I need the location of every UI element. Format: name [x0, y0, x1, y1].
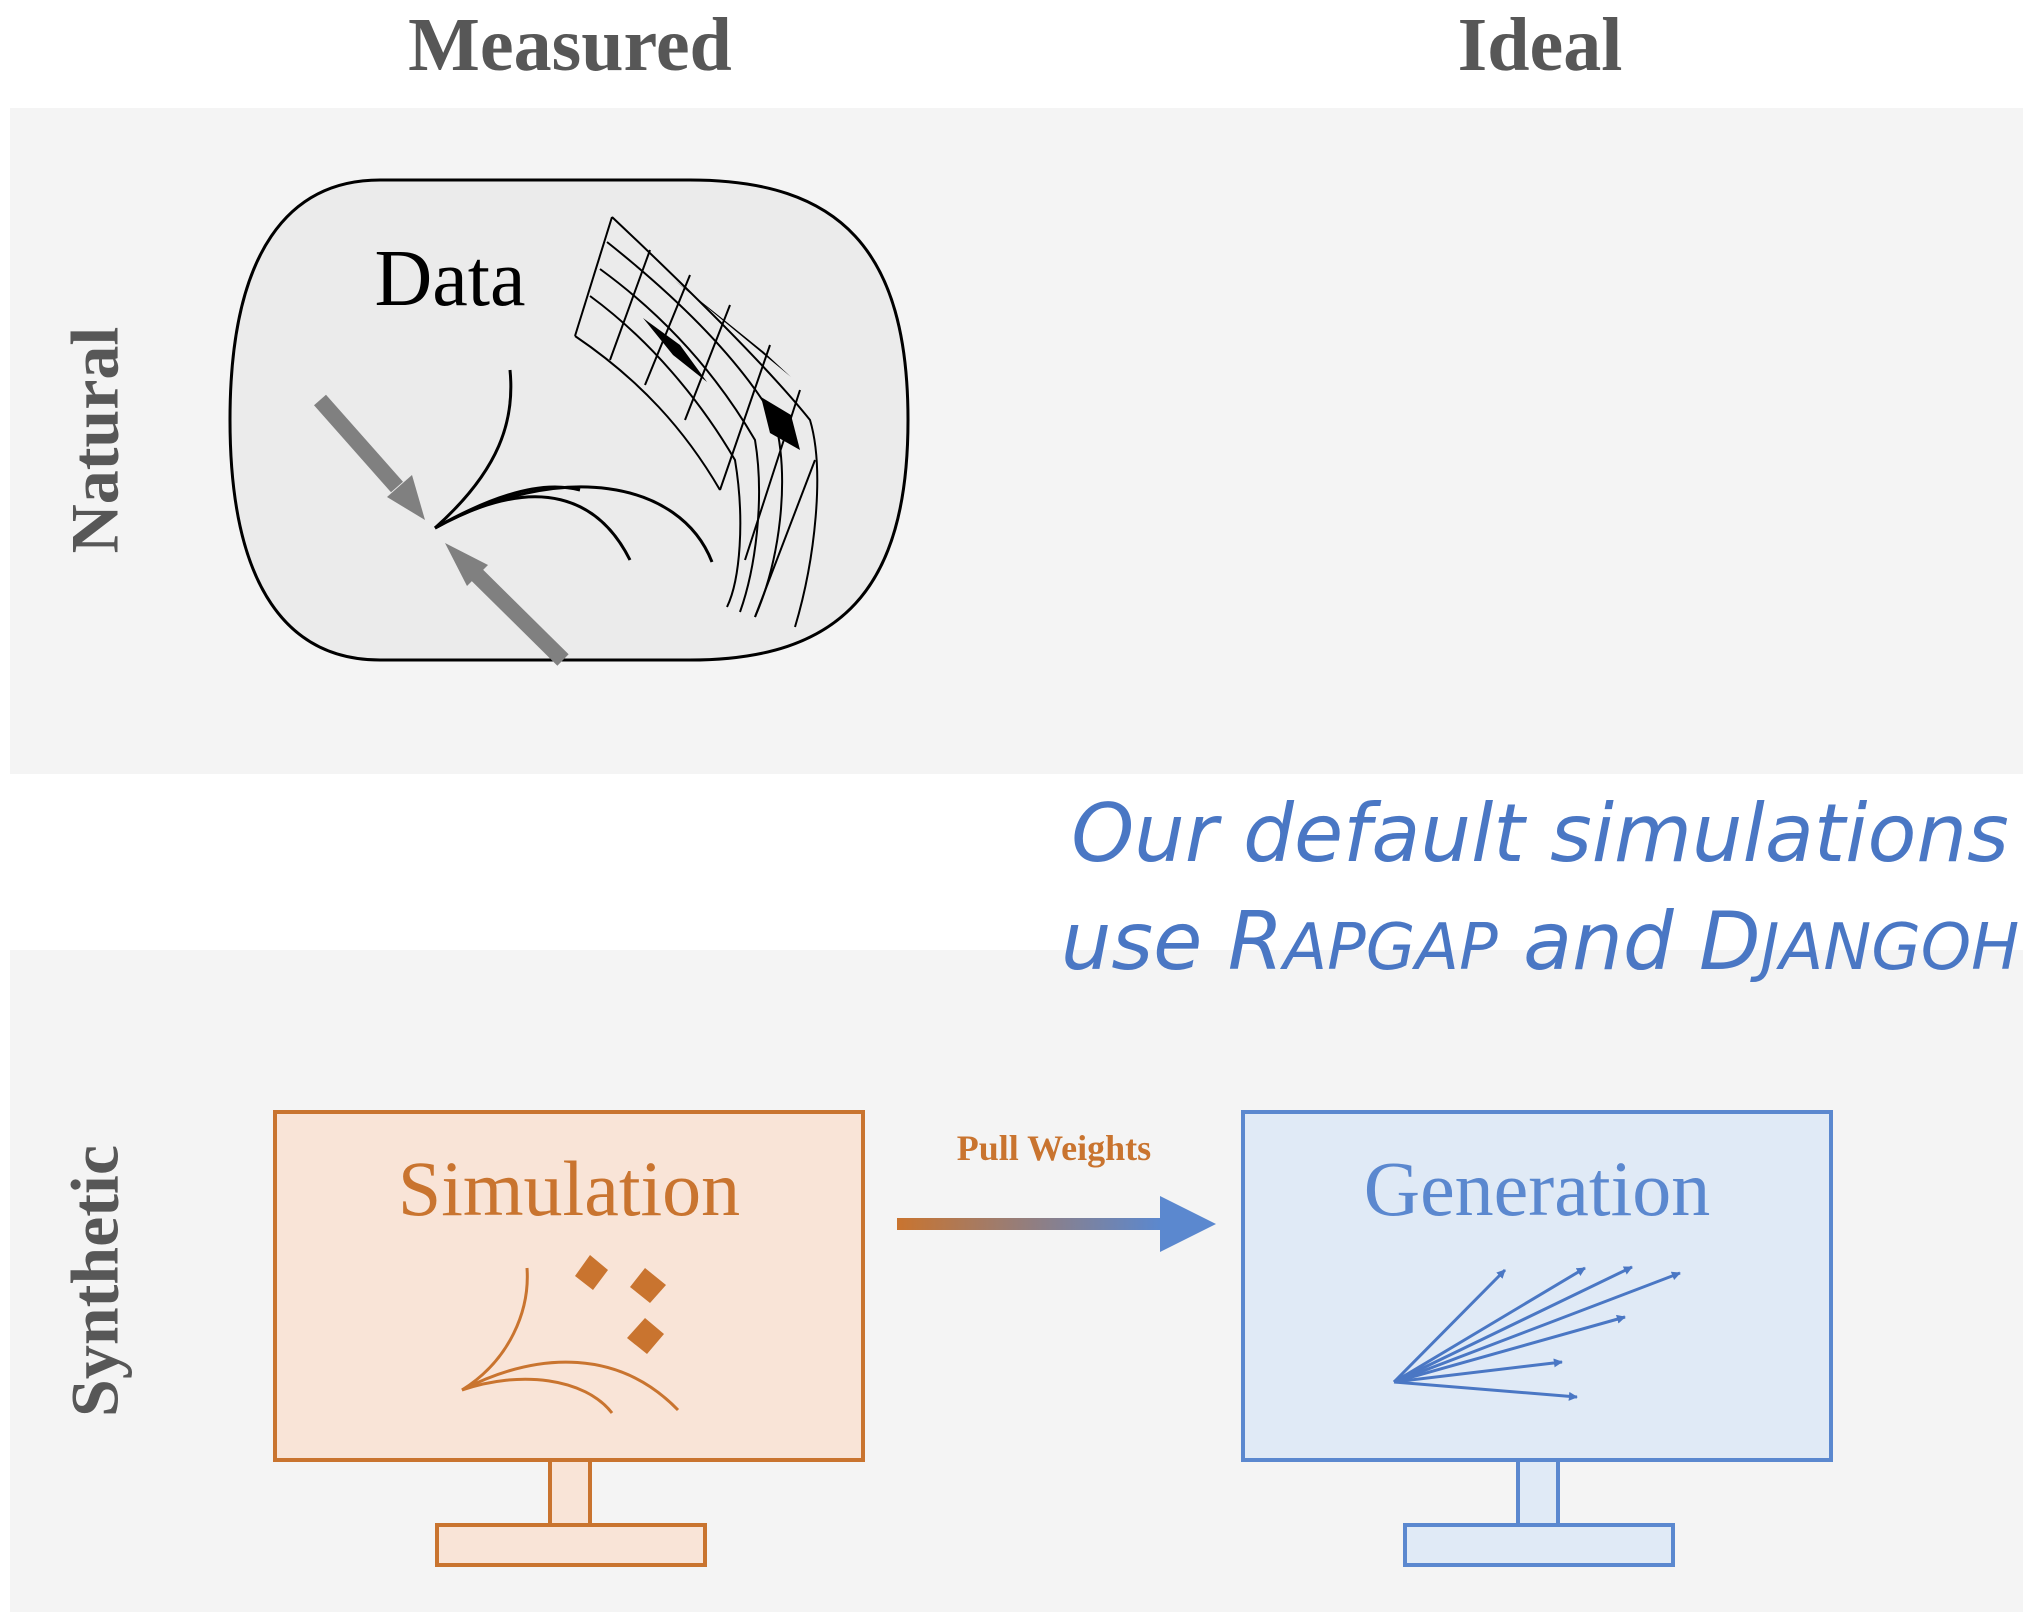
- note-line-1: Our default simulations: [1071, 787, 2009, 880]
- simulation-tracks-icon: [461, 1267, 680, 1414]
- pull-weights-label: Pull Weights: [957, 1128, 1151, 1168]
- beam-arrow-lower: [445, 543, 569, 666]
- simulation-stand: [548, 1458, 592, 1527]
- calorimeter-grid: [574, 216, 819, 628]
- generation-base: [1403, 1523, 1675, 1567]
- data-blob-outline: [228, 178, 910, 662]
- data-detector-illustration: Data: [228, 178, 910, 666]
- simulation-monitor: Simulation: [273, 1110, 865, 1567]
- column-header-measured: Measured: [408, 3, 732, 87]
- generation-screen: [1241, 1110, 1833, 1462]
- generation-monitor: Generation: [1241, 1110, 1833, 1567]
- generation-label: Generation: [1364, 1145, 1711, 1232]
- generation-stand: [1516, 1458, 1560, 1527]
- pull-weights-arrow: Pull Weights: [897, 1128, 1216, 1252]
- generated-particles-icon: [1392, 1265, 1681, 1401]
- simulation-note: Our default simulations use RAPGAP and D…: [940, 780, 2023, 1002]
- simulation-energy-deposits-icon: [575, 1255, 666, 1354]
- data-label: Data: [374, 235, 525, 323]
- simulation-label: Simulation: [398, 1145, 740, 1232]
- particle-tracks: [434, 369, 714, 563]
- column-header-ideal: Ideal: [1457, 3, 1623, 87]
- note-line-2: use RAPGAP and DJANGOH: [1060, 895, 2020, 988]
- simulation-base: [435, 1523, 707, 1567]
- simulation-screen: [273, 1110, 865, 1462]
- beam-arrow-upper: [314, 394, 425, 520]
